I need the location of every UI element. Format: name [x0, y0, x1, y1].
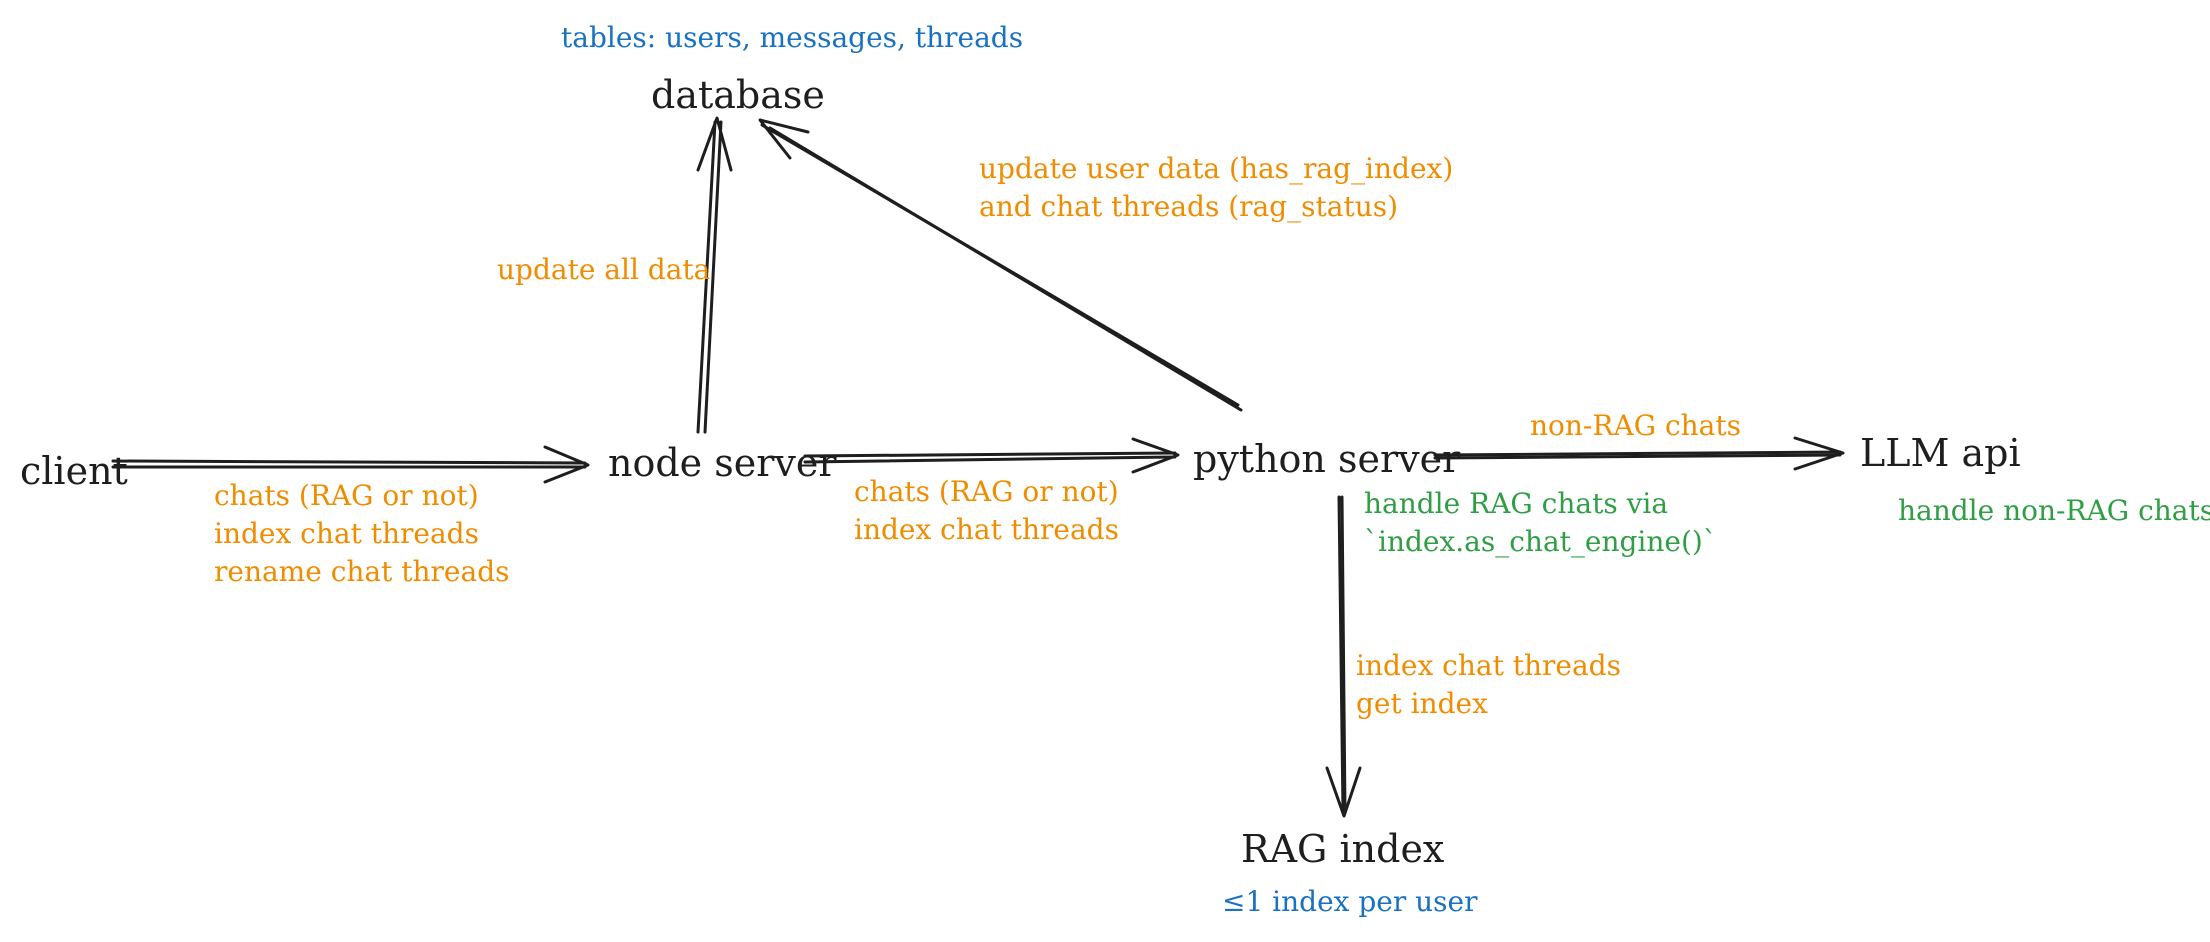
edge-label-line: and chat threads (rag_status): [979, 190, 1399, 223]
edge-label-line: rename chat threads: [214, 555, 510, 588]
llm-api-note: handle non-RAG chats: [1898, 494, 2210, 527]
edge-label-line: get index: [1356, 687, 1488, 720]
node-python-server: python server: [1193, 437, 1461, 481]
arrow-python-server-to-database: [758, 118, 1243, 412]
edge-label-line: index chat threads: [1356, 649, 1621, 682]
edge-label-client-to-node-server: chats (RAG or not) index chat threads re…: [214, 477, 510, 591]
arrow-client-to-node-server: [111, 445, 590, 484]
database-tables-note: tables: users, messages, threads: [561, 21, 1024, 54]
edge-label-line: index chat threads: [214, 517, 479, 550]
edge-label-line: chats (RAG or not): [214, 479, 479, 512]
node-client: client: [20, 449, 128, 493]
arrow-node-server-to-database: [696, 116, 733, 434]
arrow-python-server-to-rag-index: [1325, 495, 1362, 818]
node-node-server: node server: [608, 441, 837, 485]
node-llm-api: LLM api: [1860, 431, 2021, 475]
edge-label-python-server-to-rag-index: index chat threads get index: [1356, 647, 1621, 723]
edge-label-line: update user data (has_rag_index): [979, 152, 1454, 185]
arrow-python-server-to-llm-api: [1433, 436, 1845, 471]
edge-label-node-server-to-database: update all data: [497, 253, 711, 286]
python-rag-handling-note: handle RAG chats via `index.as_chat_engi…: [1364, 485, 1717, 561]
edge-label-line: index chat threads: [854, 513, 1119, 546]
edge-label-node-server-to-python-server: chats (RAG or not) index chat threads: [854, 473, 1119, 549]
node-database: database: [651, 73, 825, 117]
edge-label-python-server-to-database: update user data (has_rag_index) and cha…: [979, 150, 1453, 226]
python-rag-handling-line-2: `index.as_chat_engine()`: [1364, 525, 1717, 558]
rag-index-note: ≤1 index per user: [1222, 885, 1478, 918]
arrow-node-server-to-python-server: [803, 437, 1180, 474]
node-rag-index: RAG index: [1241, 827, 1445, 871]
python-rag-handling-line-1: handle RAG chats via: [1364, 487, 1669, 520]
edge-label-line: chats (RAG or not): [854, 475, 1119, 508]
edge-label-python-server-to-llm-api: non-RAG chats: [1530, 409, 1741, 442]
